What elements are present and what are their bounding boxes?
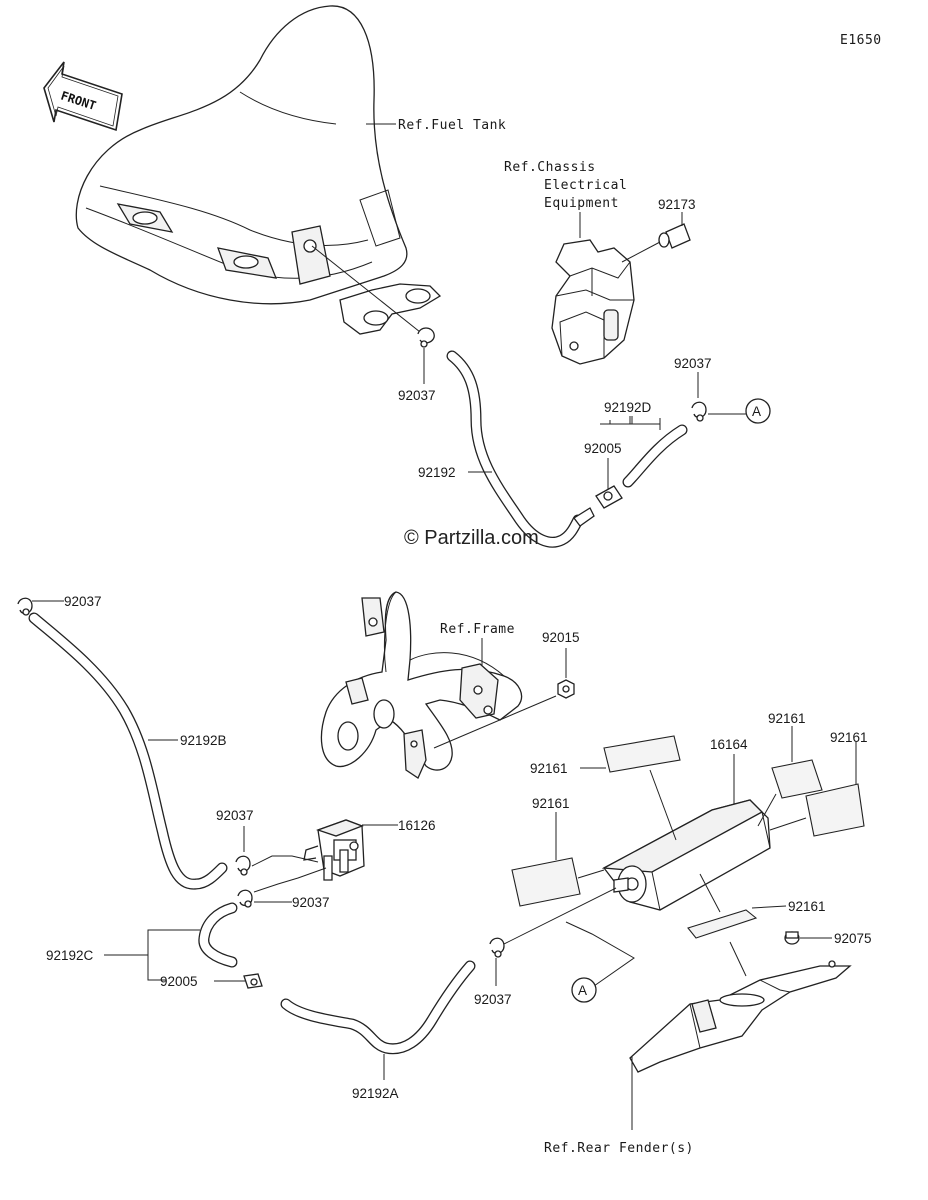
callout-92161-c: 92161 <box>830 730 868 745</box>
fitting-92005-top <box>573 485 623 527</box>
callout-16164: 16164 <box>710 737 748 752</box>
hose-92192c <box>198 902 238 968</box>
callout-92192b: 92192B <box>180 733 227 748</box>
callout-92037-right: 92037 <box>674 356 712 371</box>
sheet-92161-right-lower <box>805 783 865 837</box>
callout-92173: 92173 <box>658 197 696 212</box>
ref-chassis-label-3: Equipment <box>544 196 619 211</box>
callout-92192a: 92192A <box>352 1086 399 1101</box>
canister-16164 <box>601 799 771 911</box>
callout-92161-a: 92161 <box>530 761 568 776</box>
callout-92037-bottom: 92037 <box>474 992 512 1007</box>
fuel-tank <box>75 5 442 335</box>
hose-clamp-92037-bottom <box>489 937 505 958</box>
screw-92173 <box>658 223 691 249</box>
ref-chassis-label-1: Ref.Chassis <box>504 160 596 175</box>
callout-92161-b: 92161 <box>768 711 806 726</box>
frame <box>320 591 523 779</box>
sheet-92161-bottom <box>687 909 758 939</box>
hose-92192b <box>28 612 228 890</box>
diagram-id: E1650 <box>840 33 882 48</box>
hose-clamp-92037-mid2 <box>237 889 253 908</box>
sheet-92161-left <box>511 857 581 907</box>
hose-92192a <box>280 960 476 1055</box>
callout-92161-e: 92161 <box>788 899 826 914</box>
hose-92192 <box>446 350 584 548</box>
hose-clamp-92037-left <box>17 597 33 616</box>
callout-92037-mid2: 92037 <box>292 895 330 910</box>
front-arrow-icon: FRONT <box>43 61 123 132</box>
hose-clamp-92037-top <box>417 327 435 348</box>
callout-92192d: 92192D <box>604 400 652 415</box>
callout-92075: 92075 <box>834 931 872 946</box>
electrical-bracket <box>551 239 635 365</box>
bolt-92075 <box>784 931 800 945</box>
circle-a-marker-top <box>745 398 771 424</box>
solenoid-valve-16126 <box>303 819 365 881</box>
nut-92015 <box>557 679 575 699</box>
callout-92005-bottom: 92005 <box>160 974 198 989</box>
hose-clamp-92037-mid <box>235 855 251 876</box>
callout-92037-left: 92037 <box>64 594 102 609</box>
callout-92192c: 92192C <box>46 948 94 963</box>
callout-92037-mid: 92037 <box>216 808 254 823</box>
callout-92005-top: 92005 <box>584 441 622 456</box>
hose-clamp-92037-right <box>691 401 707 422</box>
ref-rear-fender-label: Ref.Rear Fender(s) <box>544 1141 694 1156</box>
ref-fuel-tank-label: Ref.Fuel Tank <box>398 118 506 133</box>
callout-92192: 92192 <box>418 465 456 480</box>
fitting-92005-bottom <box>243 973 263 989</box>
circle-a-label-bottom: A <box>578 983 587 998</box>
callout-92161-d: 92161 <box>532 796 570 811</box>
ref-frame-label: Ref.Frame <box>440 622 515 637</box>
callout-92037-top: 92037 <box>398 388 436 403</box>
watermark: © Partzilla.com <box>404 527 539 549</box>
ref-chassis-label-2: Electrical <box>544 178 627 193</box>
rear-fender-bracket <box>629 960 852 1073</box>
sheet-92161-top <box>603 735 681 773</box>
hose-92192d <box>622 424 688 488</box>
sheet-92161-right-upper <box>771 759 823 799</box>
callout-16126: 16126 <box>398 818 436 833</box>
circle-a-label-top: A <box>752 404 761 419</box>
circle-a-marker-bottom <box>571 977 597 1003</box>
callout-92015: 92015 <box>542 630 580 645</box>
